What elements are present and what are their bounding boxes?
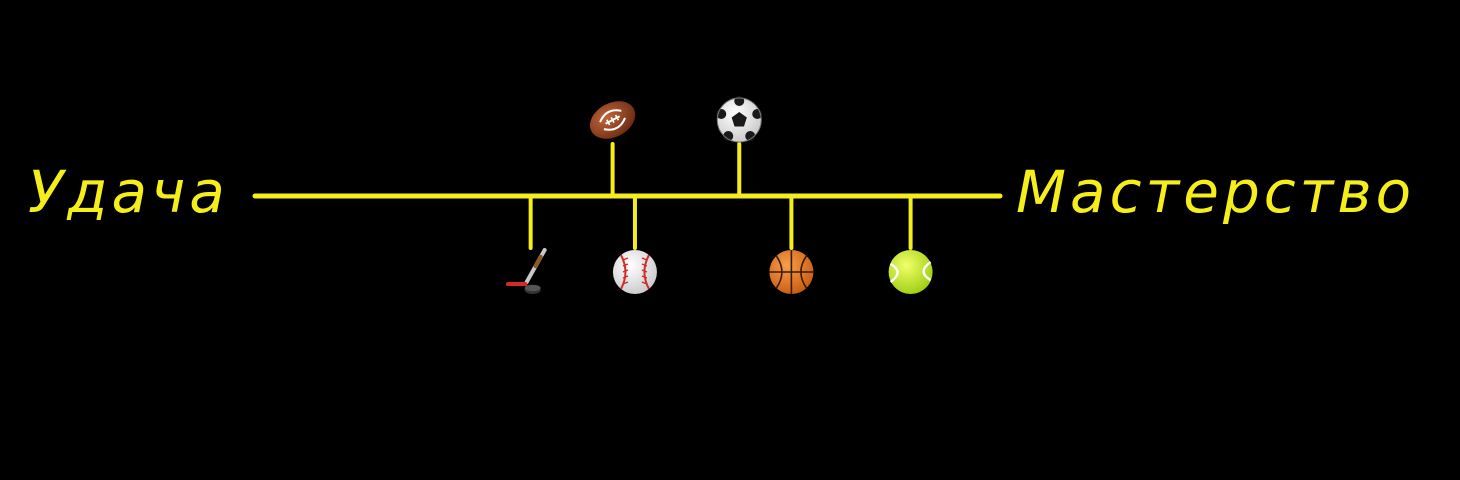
- luck-label: Удача: [28, 158, 229, 226]
- skill-label: Мастерство: [1016, 158, 1415, 226]
- american-football-icon: [589, 101, 636, 139]
- hockey-stick-puck-icon: [505, 248, 547, 294]
- tennis-ball-icon: [888, 250, 933, 294]
- sport-markers: [505, 96, 933, 294]
- basketball-icon: [769, 250, 814, 294]
- soccer-ball-icon: [716, 96, 763, 143]
- baseball-icon: [612, 250, 657, 294]
